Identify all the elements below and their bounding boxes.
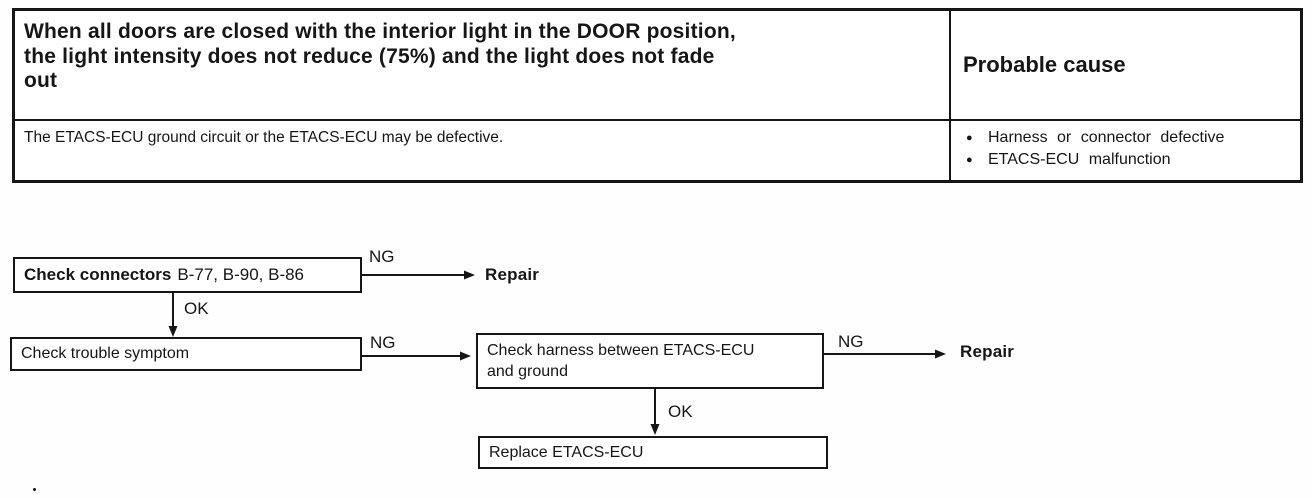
symptom-header-line: When all doors are closed with the inter… (24, 20, 736, 43)
flow-step-connector-codes: B-77, B-90, B-86 (177, 265, 305, 284)
ok-label: OK (184, 299, 209, 318)
flow-step-label-bold: Check connectors (24, 265, 172, 284)
probable-cause-header-cell: Probable cause (951, 11, 1300, 121)
ok-label: OK (668, 402, 693, 421)
ng-label: NG (369, 247, 395, 266)
scan-artifact-dot (33, 488, 36, 491)
probable-cause-item: ● ETACS-ECU malfunction (959, 149, 1294, 171)
flow-step-label-line: Check harness between ETACS-ECU (487, 342, 755, 359)
flow-step-check-harness: Check harness between ETACS-ECU and grou… (476, 333, 824, 389)
flow-step-check-connectors: Check connectors B-77, B-90, B-86 (13, 257, 362, 293)
symptom-description-cell: The ETACS-ECU ground circuit or the ETAC… (15, 121, 951, 180)
symptom-header-line: the light intensity does not reduce (75%… (24, 44, 715, 68)
flow-step-label: Check trouble symptom (21, 345, 190, 362)
repair-action-label: Repair (485, 265, 540, 284)
symptom-header-line: out (24, 69, 58, 92)
ng-label: NG (370, 333, 396, 352)
symptom-description: The ETACS-ECU ground circuit or the ETAC… (24, 129, 504, 146)
repair-action-label: Repair (960, 342, 1015, 361)
probable-cause-text: Harness or connector defective (988, 129, 1225, 146)
flow-step-check-trouble-symptom: Check trouble symptom (10, 337, 362, 371)
probable-cause-item: ● Harness or connector defective (959, 127, 1294, 149)
symptom-table: When all doors are closed with the inter… (12, 8, 1303, 183)
probable-cause-list-cell: ● Harness or connector defective ● ETACS… (951, 121, 1300, 180)
flow-step-label: Replace ETACS-ECU (489, 443, 644, 461)
ng-label: NG (838, 332, 864, 351)
symptom-header-cell: When all doors are closed with the inter… (15, 11, 951, 121)
probable-cause-header: Probable cause (963, 52, 1126, 77)
probable-cause-text: ETACS-ECU malfunction (988, 151, 1171, 168)
flow-step-replace-ecu: Replace ETACS-ECU (478, 436, 828, 469)
flow-step-label-line: and ground (487, 363, 568, 380)
bullet-icon: ● (966, 154, 973, 166)
bullet-icon: ● (966, 132, 973, 144)
